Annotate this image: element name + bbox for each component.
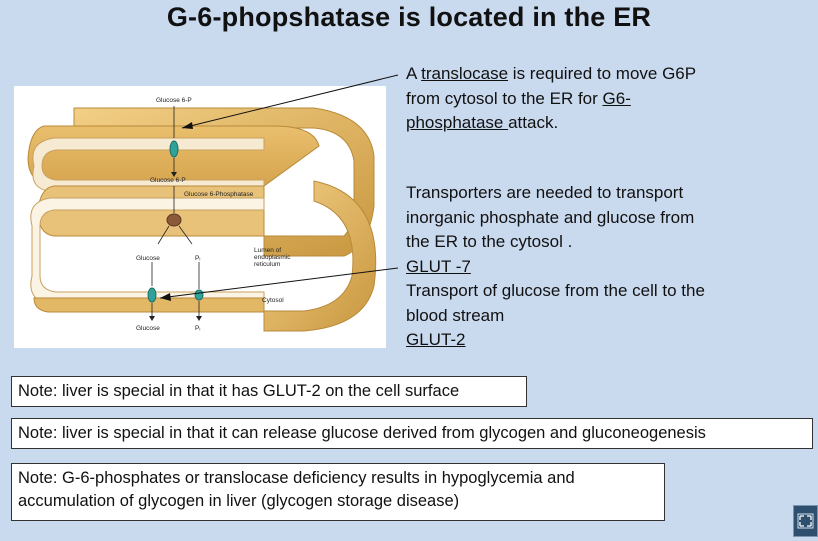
er-diagram-figure: Glucose 6-P Glucose 6-P Glucose 6-Phosph… bbox=[14, 86, 386, 348]
label-glucose-inner: Glucose bbox=[136, 255, 160, 262]
label-pi-outer: Pᵢ bbox=[195, 325, 200, 332]
note-glucose-release: Note: liver is special in that it can re… bbox=[11, 418, 813, 449]
callout-transporters: Transporters are needed to transport ino… bbox=[406, 181, 705, 353]
arrowhead-pi-out bbox=[196, 316, 202, 321]
note-glut2-surface: Note: liver is special in that it has GL… bbox=[11, 376, 527, 407]
label-cytosol: Cytosol bbox=[262, 297, 284, 304]
term-glut7: GLUT -7 bbox=[406, 256, 471, 276]
label-g6p-mid: Glucose 6-P bbox=[150, 177, 186, 184]
label-phosphatase: Glucose 6-Phosphatase bbox=[184, 191, 254, 198]
callout1-line2: from cytosol to the ER for G6- bbox=[406, 87, 696, 112]
translocase-icon bbox=[169, 140, 179, 158]
term-g6-phosphatase: phosphatase bbox=[406, 113, 509, 132]
expand-icon bbox=[797, 513, 814, 529]
glucose-6-phosphatase-icon bbox=[166, 213, 182, 227]
pi-transporter-icon bbox=[194, 289, 204, 301]
label-lumen-2: endoplasmic bbox=[254, 254, 291, 261]
er-lower-membrane bbox=[33, 297, 265, 313]
callout2-line2: inorganic phosphate and glucose from bbox=[406, 207, 695, 227]
note3-line2: accumulation of glycogen in liver (glyco… bbox=[18, 492, 460, 510]
callout2-line6: blood stream bbox=[406, 305, 505, 325]
callout2-line3: the ER to the cytosol . bbox=[406, 232, 573, 251]
callout2-line5: Transport of glucose from the cell to th… bbox=[406, 281, 705, 300]
callout2-line1: Transporters are needed to transport bbox=[406, 183, 684, 202]
note-deficiency: Note: G-6-phosphates or translocase defi… bbox=[11, 463, 665, 521]
callout-translocase: A translocase is required to move G6P fr… bbox=[406, 62, 696, 136]
arrowhead-glucose-out bbox=[149, 316, 155, 321]
glut7-transporter-icon bbox=[147, 287, 157, 303]
term-translocase: translocase bbox=[421, 64, 509, 83]
term-g6-phosphatase: G6- bbox=[602, 88, 631, 108]
callout1-text: A bbox=[406, 64, 422, 83]
callout1-text: attack. bbox=[508, 113, 559, 132]
label-glucose-outer: Glucose bbox=[136, 325, 160, 332]
arrowhead-g6p-down bbox=[171, 172, 177, 177]
slide-title: G-6-phopshatase is located in the ER bbox=[166, 2, 652, 32]
term-glut2: GLUT-2 bbox=[406, 330, 466, 349]
label-lumen-1: Lumen of bbox=[254, 247, 281, 254]
note3-line1: Note: G-6-phosphates or translocase defi… bbox=[18, 469, 575, 487]
callout1-line1: A translocase is required to move G6P bbox=[406, 62, 696, 87]
callout1-text: is required to move G6P bbox=[508, 64, 697, 83]
arrow-to-pi bbox=[178, 225, 193, 245]
er-diagram: Glucose 6-P Glucose 6-P Glucose 6-Phosph… bbox=[27, 97, 377, 332]
label-lumen-3: reticulum bbox=[254, 261, 280, 268]
arrow-to-glucose bbox=[157, 225, 170, 245]
label-g6p-top: Glucose 6-P bbox=[156, 97, 192, 104]
expand-button[interactable] bbox=[793, 505, 818, 537]
label-pi-inner: Pᵢ bbox=[195, 255, 200, 262]
callout1-text: from cytosol to the ER for bbox=[406, 88, 603, 108]
callout1-line3: phosphatase attack. bbox=[406, 111, 696, 136]
